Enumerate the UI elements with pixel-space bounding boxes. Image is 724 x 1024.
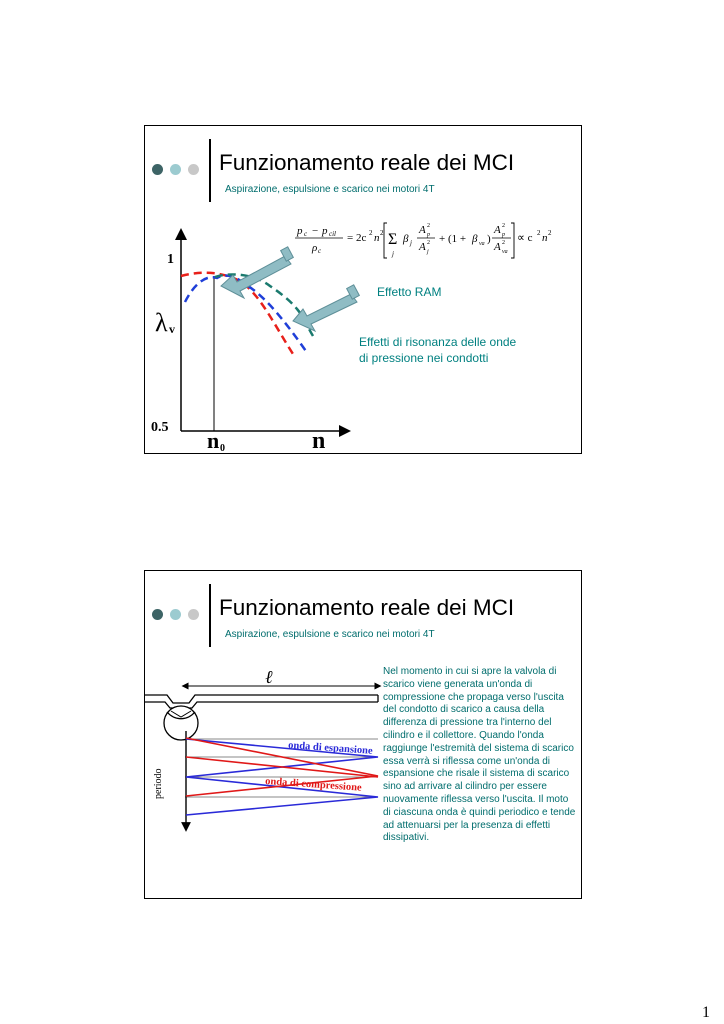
svg-text:2: 2 [427,240,430,246]
svg-text:2: 2 [369,229,373,237]
slide-subtitle: Aspirazione, espulsione e scarico nei mo… [225,629,435,640]
svg-text:A: A [493,224,501,236]
slide-title: Funzionamento reale dei MCI [219,150,515,175]
description-paragraph: Nel momento in cui si apre la valvola di… [383,666,576,844]
svg-text:∝ c: ∝ c [517,232,533,244]
dot-dark [152,609,163,620]
svg-text:2: 2 [537,229,541,237]
resonance-label-1: Effetti di risonanza delle onde [359,335,517,349]
dot-light [170,164,181,175]
slide-1: Funzionamento reale dei MCI Aspirazione,… [144,125,582,454]
svg-text:n: n [542,232,548,244]
svg-text:va: va [479,241,485,247]
svg-text:2: 2 [427,223,430,229]
svg-text:2: 2 [548,229,552,237]
slide-title: Funzionamento reale dei MCI [219,595,515,620]
svg-text:= 2c: = 2c [347,232,366,244]
title-divider [209,584,211,647]
n0-subscript: 0 [220,443,225,453]
svg-text:c: c [318,247,322,255]
ram-effect-arrow [220,246,295,300]
n-axis-label: n [312,428,325,453]
resonance-label-2: di pressione nei condotti [359,351,489,365]
y-bottom-label: 0.5 [151,420,169,435]
svg-text:2: 2 [380,229,384,237]
lambda-symbol: λ [155,308,168,337]
slide-dots [152,164,204,178]
svg-text:2: 2 [502,223,505,229]
lambda-subscript: v [169,322,175,336]
red-dashed-curve [180,271,295,355]
svg-text:p: p [296,225,303,237]
dot-dark [152,164,163,175]
dot-grey [188,609,199,620]
svg-text:p: p [501,232,505,238]
svg-text:−: − [312,225,318,237]
svg-text:n: n [374,232,380,244]
title-divider [209,139,211,202]
expansion-wave-label: onda di espansione [288,740,374,757]
svg-text:β: β [402,233,409,245]
svg-text:2: 2 [502,240,505,246]
period-grid [185,738,378,798]
svg-text:j: j [391,250,394,258]
svg-text:va: va [502,249,508,255]
svg-text:+ (1 +: + (1 + [439,233,466,245]
red-wave-path [185,737,379,797]
svg-text:p: p [321,225,328,237]
svg-text:j: j [409,239,412,247]
slide-subtitle: Aspirazione, espulsione e scarico nei mo… [225,184,435,195]
svg-text:Σ: Σ [388,231,397,248]
red-wave-segment [185,756,379,778]
svg-text:p: p [426,232,430,238]
exhaust-wave-diagram: ℓ periodo onda di espansione onda di com… [145,667,382,832]
svg-text:ρ: ρ [311,242,317,254]
exhaust-valve [163,705,199,741]
slide-2: Funzionamento reale dei MCI Aspirazione,… [144,570,582,899]
page-number: 1 [702,1004,710,1021]
blue-wave-path [185,738,379,816]
y-top-label: 1 [167,252,174,267]
svg-text:c: c [304,230,308,238]
dot-grey [188,164,199,175]
svg-text:cil: cil [329,230,336,238]
svg-text:): ) [487,233,491,245]
svg-text:β: β [471,233,478,245]
svg-text:A: A [418,224,426,236]
ram-effect-label: Effetto RAM [377,285,442,299]
dot-light [170,609,181,620]
svg-text:A: A [493,241,501,253]
svg-text:j: j [426,249,429,255]
blue-dashed-curve [183,274,310,355]
period-label: periodo [153,768,164,799]
length-symbol: ℓ [265,667,273,687]
resonance-arrow [292,284,361,333]
n0-label: n [207,428,219,453]
svg-text:A: A [418,241,426,253]
slide-dots [152,609,204,623]
